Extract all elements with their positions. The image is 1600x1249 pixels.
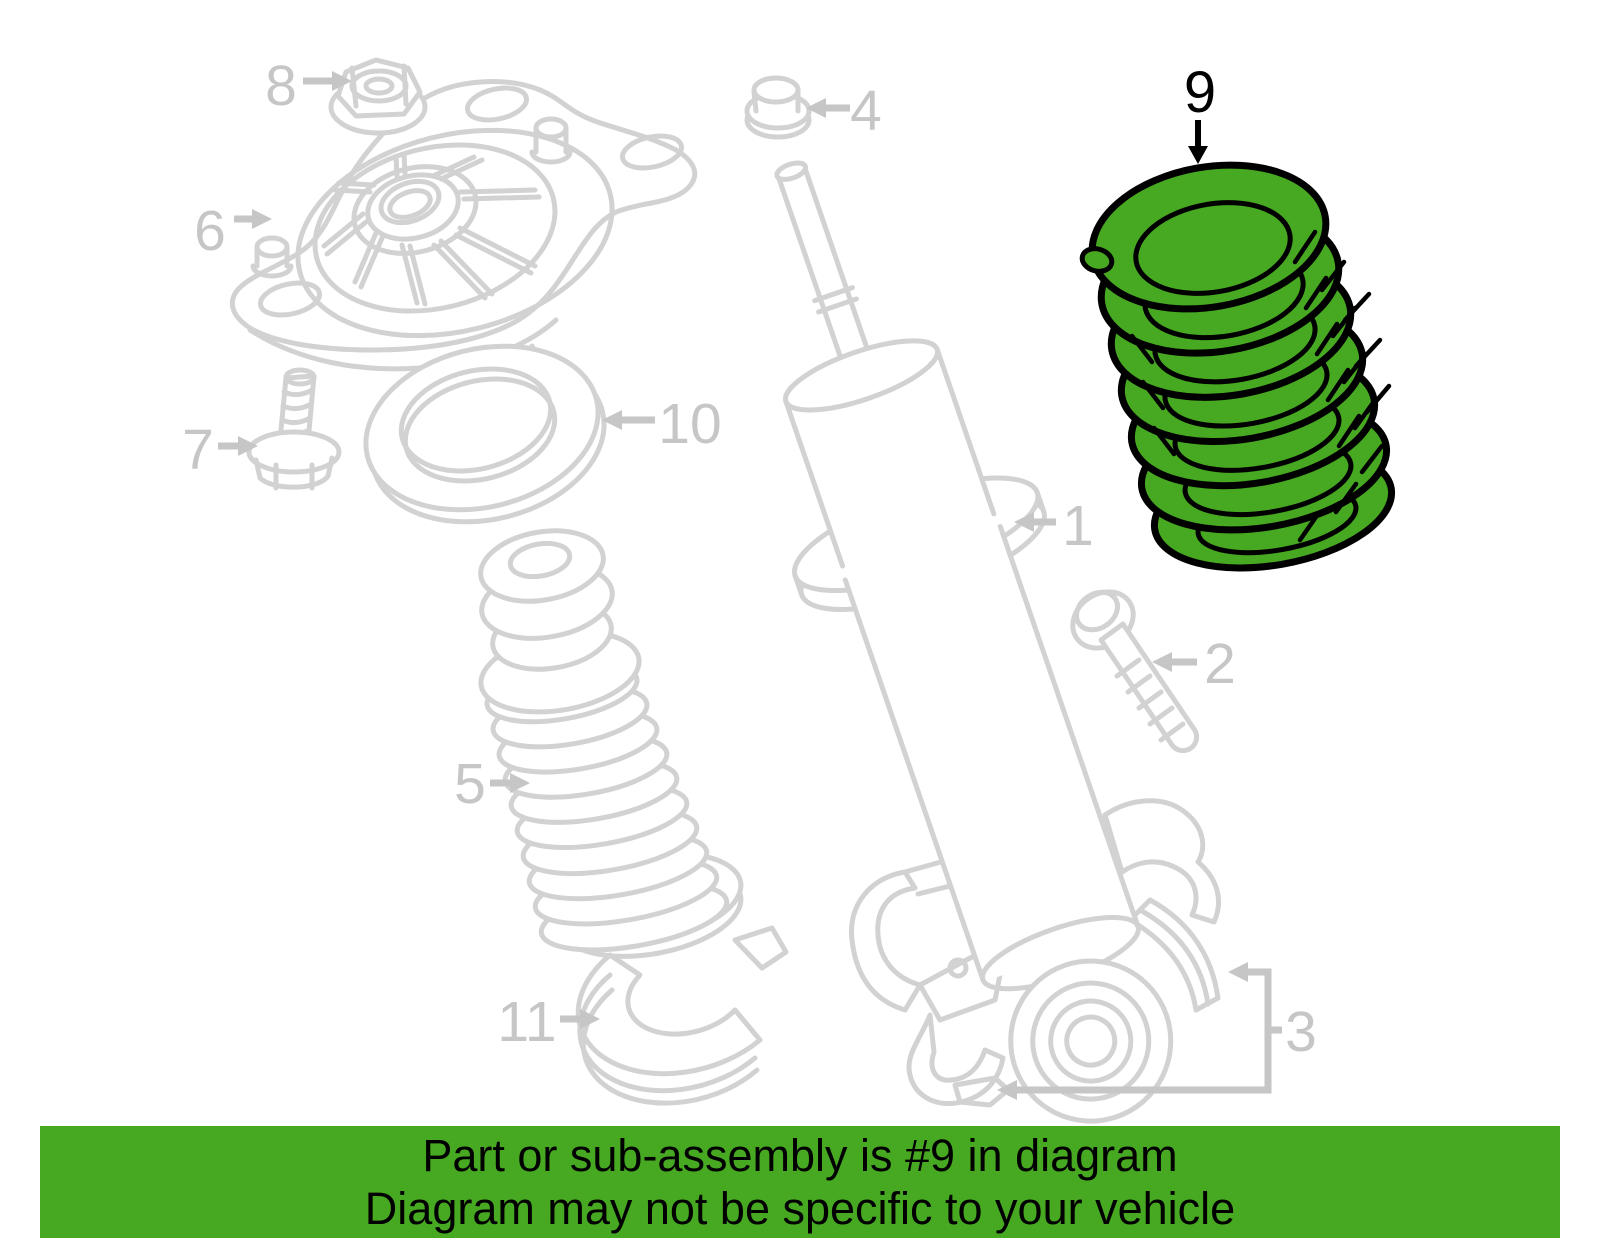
part-1-callout: 1 — [1014, 494, 1094, 558]
part-6-strut-mount — [229, 79, 698, 399]
part-6-label: 6 — [194, 199, 226, 263]
part-11-lower-spring-seat — [575, 925, 789, 1106]
part-3-label: 3 — [1285, 1000, 1317, 1064]
part-11-label: 11 — [497, 990, 556, 1054]
part-9-callout: 9 — [1184, 60, 1216, 164]
part-8-nut — [328, 57, 428, 136]
part-5-dust-boot — [478, 528, 744, 959]
part-2-callout: 2 — [1152, 632, 1236, 696]
part-7-callout: 7 — [182, 418, 258, 482]
part-8-callout: 8 — [265, 54, 352, 118]
part-3-bracket-right — [1102, 798, 1222, 1013]
part-4-label: 4 — [850, 79, 882, 143]
part-10-label: 10 — [658, 392, 721, 456]
part-8-label: 8 — [265, 54, 297, 118]
banner-line-2: Diagram may not be specific to your vehi… — [364, 1183, 1236, 1234]
bearing-hatching — [321, 151, 542, 307]
part-3-callout: 3 — [997, 962, 1317, 1100]
banner-line-1: Part or sub-assembly is #9 in diagram — [422, 1130, 1178, 1181]
part-5-callout: 5 — [454, 752, 530, 816]
coil-wire-ticks — [1129, 229, 1392, 543]
part-6-callout: 6 — [194, 199, 272, 263]
part-9-coil-spring — [1079, 161, 1396, 572]
mount-studs — [250, 116, 573, 279]
part-7-bolt — [246, 367, 342, 491]
part-10-spring-seat-ring — [363, 343, 607, 525]
part-11-callout: 11 — [497, 990, 600, 1054]
part-1-label: 1 — [1062, 494, 1094, 558]
part-4-callout: 4 — [806, 79, 882, 143]
part-9-label: 9 — [1184, 60, 1216, 125]
part-4-rod-nut — [744, 75, 812, 140]
part-7-label: 7 — [182, 418, 214, 482]
part-5-label: 5 — [454, 752, 486, 816]
highlight-banner: Part or sub-assembly is #9 in diagram Di… — [40, 1126, 1560, 1238]
part-2-bolt — [1070, 589, 1200, 754]
part-2-label: 2 — [1204, 632, 1236, 696]
part-1-shock-absorber — [774, 160, 1174, 1124]
part-10-callout: 10 — [602, 392, 722, 456]
